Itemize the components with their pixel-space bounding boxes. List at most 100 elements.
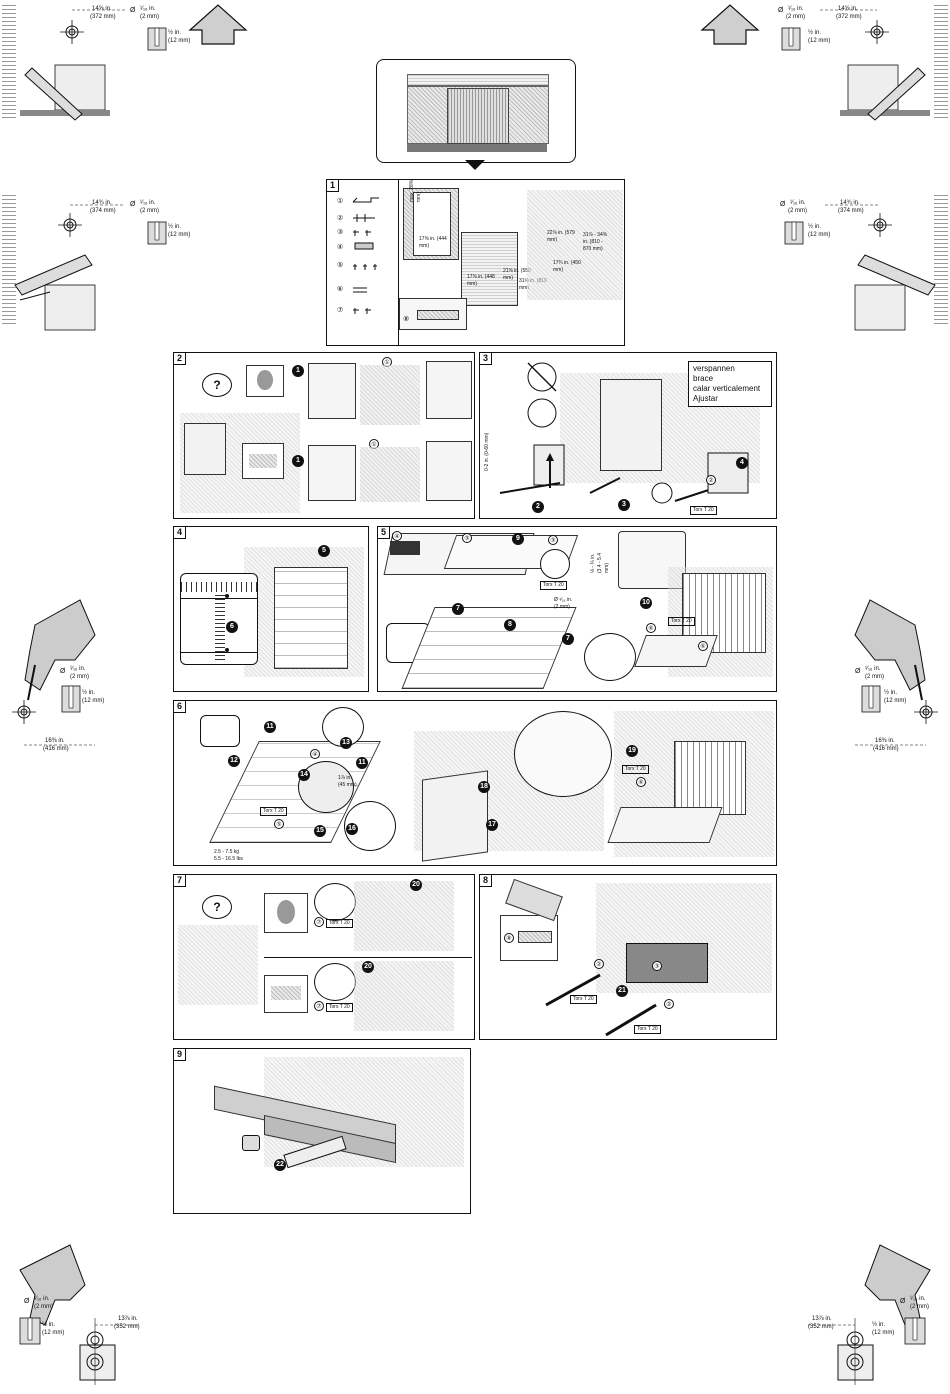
stone-icon	[242, 443, 284, 479]
step-number: 7	[174, 875, 186, 887]
step-badge: 21	[616, 985, 628, 997]
step-badge: 4	[736, 457, 748, 469]
question-cloud: ?	[202, 373, 232, 397]
drill-size: Ø ¹⁄₁₆ in. (2 mm)	[554, 597, 573, 610]
dim-bottom-left-mm: (352 mm)	[114, 1324, 140, 1330]
dim-bottom-right-in: 13⅞ in.	[812, 1316, 832, 1322]
part-ref: ③	[652, 961, 662, 971]
step-badge: 5	[318, 545, 330, 557]
adjust-range: 0-2 in. (0-60 mm)	[484, 432, 490, 471]
drill-bottom-left-mm: (2 mm)	[34, 1304, 53, 1310]
drill-top-left-in: ¹⁄₁₆ in.	[140, 6, 156, 12]
step-badge: 10	[640, 597, 652, 609]
legend-item: brace	[693, 374, 714, 383]
part-ref: ②	[664, 999, 674, 1009]
step-badge: 20	[362, 961, 374, 973]
depth-label: 21⅝ in. (550 mm)	[503, 268, 531, 281]
step-badge: 19	[626, 745, 638, 757]
drill-left-mm: (2 mm)	[70, 674, 89, 680]
part-ref: ④	[392, 531, 402, 541]
step-badge: 6	[226, 621, 238, 633]
step-number: 1	[327, 180, 339, 192]
depth-drill-left-in: ½ in.	[82, 690, 96, 696]
depth-bottom-right-in: ½ in.	[872, 1322, 886, 1328]
niche-width-label: 17⅝ in. (444 mm)	[419, 236, 447, 249]
step-badge: 1	[292, 365, 304, 377]
torx-label: Torx T 20	[570, 995, 597, 1004]
drill-symbol: Ø	[778, 7, 784, 14]
part-3: ③	[337, 229, 344, 236]
part-ref: ⑦	[314, 917, 324, 927]
step-badge: 17	[486, 819, 498, 831]
drill-mid-right-mm: (2 mm)	[788, 208, 807, 214]
ruler-mid-left	[2, 195, 16, 325]
dim-bottom-left-in: 13⅞ in.	[118, 1316, 138, 1322]
depth-drill-right-mm: (12 mm)	[884, 698, 907, 704]
drill-mid-left-mm: (2 mm)	[140, 208, 159, 214]
step-badge: 7	[562, 633, 574, 645]
part-8: ⑧	[403, 316, 410, 323]
step-badge: 22	[274, 1159, 286, 1171]
drill-symbol: Ø	[900, 1298, 906, 1305]
depth-drill-right-in: ½ in.	[884, 690, 898, 696]
depth-top-right-in: ½ in.	[808, 30, 822, 36]
step-badge: 12	[228, 755, 240, 767]
part-ref: ②	[706, 475, 716, 485]
panel-step-6: 6 11 11 12 13 14 15 16 ④ ⑤ Torx T 20 1⅞ …	[173, 700, 777, 866]
part-4: ④	[337, 244, 344, 251]
step-badge: 11	[264, 721, 276, 733]
ruler-top-left	[2, 5, 16, 120]
step-number: 5	[378, 527, 390, 539]
dim-bottom-right-mm: (352 mm)	[808, 1324, 834, 1330]
part-ref: ③	[548, 535, 558, 545]
panel-step-9: 9 22	[173, 1048, 471, 1214]
detail-inset	[180, 573, 258, 665]
step-badge: 20	[410, 879, 422, 891]
part-ref: ⑧	[504, 933, 514, 943]
part-ref: ⑥	[698, 641, 708, 651]
ruler-top-right	[934, 5, 948, 120]
step-badge: 13	[340, 737, 352, 749]
panel-step-2: 2 ? 1 1 ① ①	[173, 352, 475, 519]
drill-right-in: ¹⁄₁₆ in.	[865, 666, 881, 672]
part-ref: ⑥	[646, 623, 656, 633]
part-1: ①	[337, 198, 344, 205]
legend-item: verspannen	[693, 364, 735, 373]
depth-bottom-left-mm: (12 mm)	[42, 1330, 65, 1336]
step-badge: 9	[512, 533, 524, 545]
dim-top-left-in: 14⅝ in.	[92, 6, 112, 12]
drill-top-right-in: ¹⁄₁₆ in.	[788, 6, 804, 12]
part-5: ⑤	[337, 262, 344, 269]
stone-icon	[264, 975, 308, 1013]
niche-height-dim: 31⅞ - 34⅜ in. (810 - 870 mm)	[583, 232, 607, 252]
wood-icon	[246, 365, 284, 397]
dim-drill-left-mm: (416 mm)	[43, 746, 69, 752]
panel-step-1: 1 ① ② ③ ④ ⑤ ⑥ ⑦ max. 28⅜ in. (720 mm) 17…	[326, 179, 625, 346]
depth-top-left-mm: (12 mm)	[168, 38, 191, 44]
width-label: 17⅝ in. (448 mm)	[467, 274, 495, 287]
drill-bottom-right-in: ¹⁄₁₆ in.	[910, 1296, 926, 1302]
torx-label: Torx T 20	[634, 1025, 661, 1034]
ruler-mid-right	[934, 195, 948, 325]
niche-height-label: max. 28⅜ in. (720 mm)	[409, 179, 422, 202]
depth-mid-left-mm: (12 mm)	[168, 232, 191, 238]
depth-top-right-mm: (12 mm)	[808, 38, 831, 44]
drill-mid-left-in: ¹⁄₁₆ in.	[140, 200, 156, 206]
part-ref: ③	[462, 533, 472, 543]
counter-depth-label: 22⅞ in. (579 mm)	[547, 230, 575, 243]
part-ref: ⑤	[274, 819, 284, 829]
part-ref: ⑥	[636, 777, 646, 787]
drill-mid-right-in: ¹⁄₁₆ in.	[790, 200, 806, 206]
dim-top-right-mm: (372 mm)	[836, 14, 862, 20]
panel-step-4: 4 5 6	[173, 526, 369, 692]
panel-step-5: 5 ④ ③ ③ 9 Torx T 20 ⅛ - ¼ in. (3.4 - 5.4…	[377, 526, 777, 692]
drill-symbol: Ø	[60, 668, 66, 675]
dim-drill-right-in: 16⅜ in.	[875, 738, 895, 744]
drill-symbol: Ø	[855, 668, 861, 675]
